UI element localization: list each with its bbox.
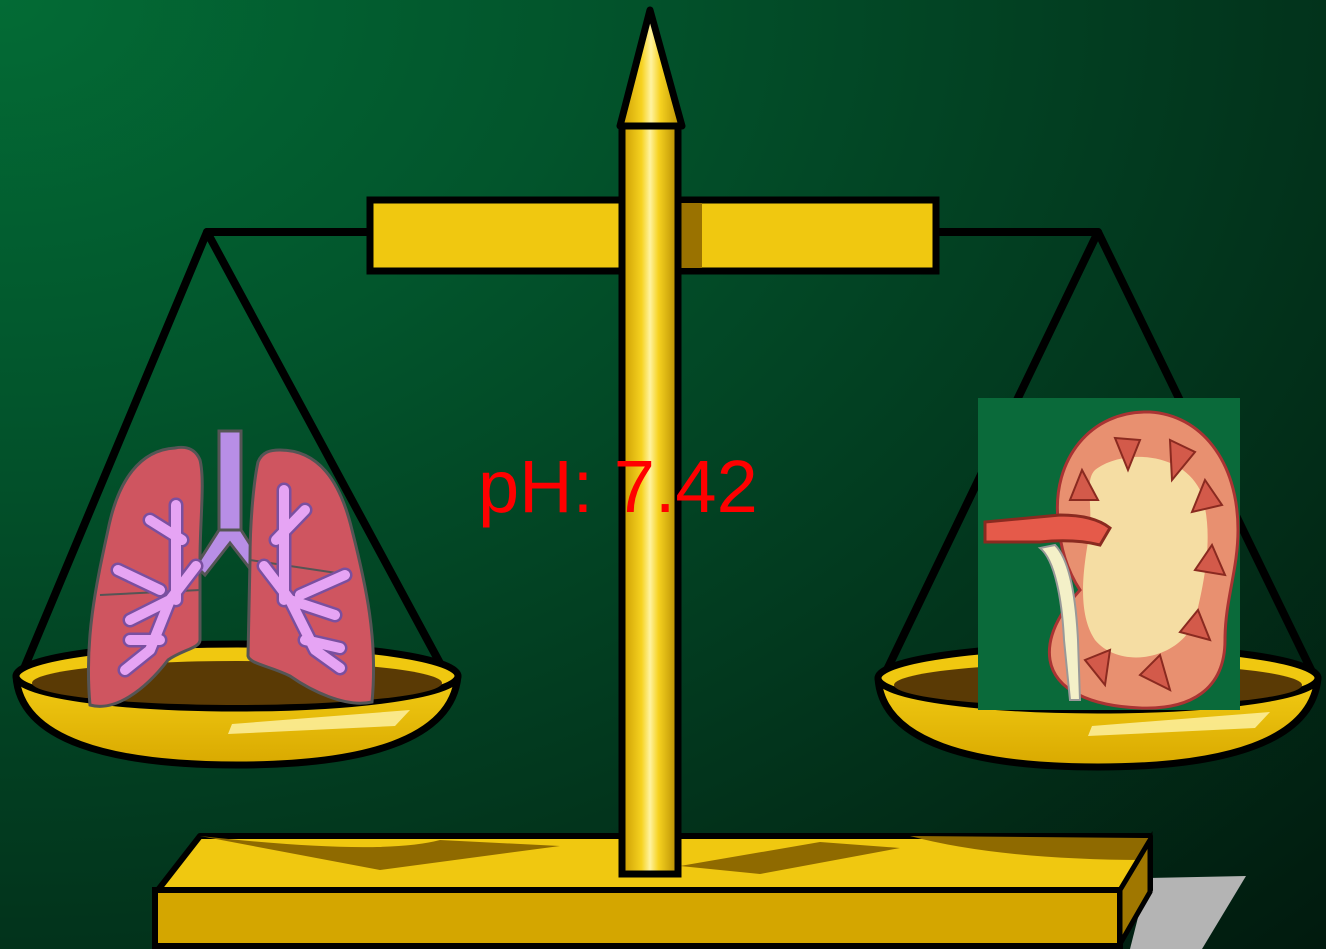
kidney-icon: [978, 398, 1240, 710]
central-pole: [620, 10, 682, 874]
left-pan: [16, 644, 458, 765]
ph-value-label: pH: 7.42: [478, 450, 758, 524]
